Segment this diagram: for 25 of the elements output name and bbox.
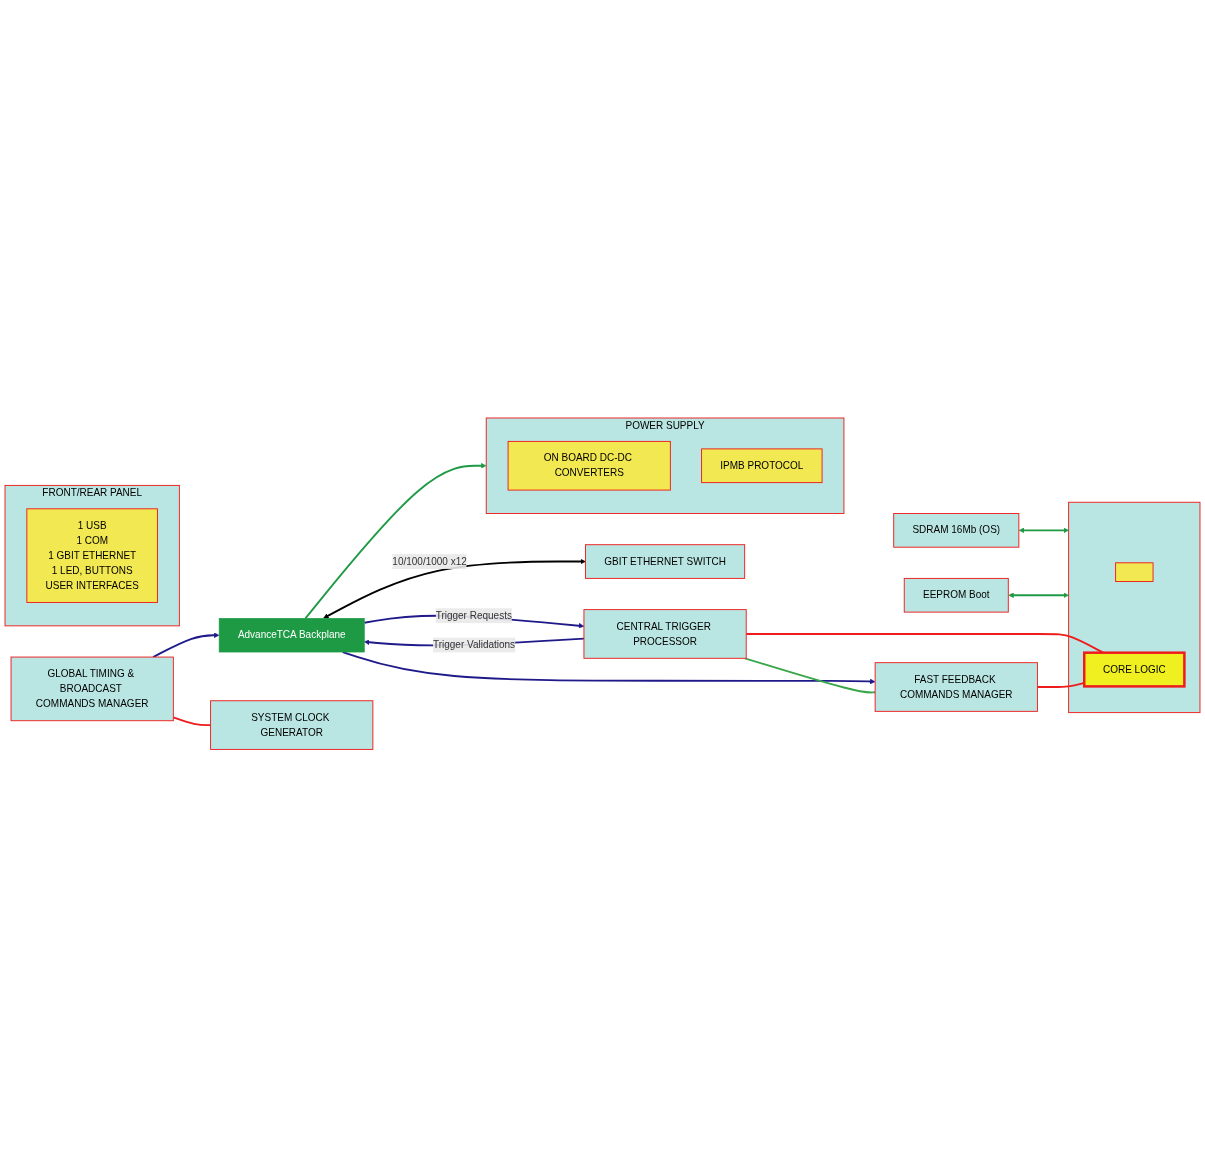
node-box: GBIT ETHERNET SWITCH	[585, 544, 746, 579]
node-box: GLOBAL TIMING & BROADCAST COMMANDS MANAGER	[10, 656, 174, 721]
node-box: IPMB PROTOCOL	[701, 448, 823, 483]
node-box: ON BOARD DC-DC CONVERTERS	[507, 440, 671, 491]
edge-label: Trigger Validations	[432, 639, 516, 650]
arrow	[1018, 527, 1069, 533]
arrow	[304, 462, 487, 620]
cluster	[1068, 501, 1201, 713]
node-box: FAST FEEDBACK COMMANDS MANAGER	[874, 662, 1038, 712]
node-box: EEPROM Boot	[903, 577, 1009, 613]
node-box: CENTRAL TRIGGER PROCESSOR	[583, 608, 747, 659]
node-box	[1115, 562, 1154, 582]
edge-label: 10/100/1000 x12	[392, 555, 467, 567]
node-box: 1 USB 1 COM 1 GBIT ETHERNET 1 LED, BUTTONS USER INTERFACES	[26, 508, 158, 603]
edge-label: Trigger Requests	[435, 609, 512, 621]
connector	[743, 657, 877, 694]
arrow	[323, 558, 586, 619]
node-box: AdvanceTCA Backplane	[218, 617, 365, 653]
arrow	[152, 632, 220, 658]
node-box: CORE LOGIC	[1083, 651, 1186, 688]
node-box: SYSTEM CLOCK GENERATOR	[210, 700, 374, 750]
connector	[172, 716, 212, 726]
node-box: SDRAM 16Mb (OS)	[893, 512, 1020, 548]
arrow	[1008, 592, 1069, 598]
arrow	[341, 650, 876, 684]
